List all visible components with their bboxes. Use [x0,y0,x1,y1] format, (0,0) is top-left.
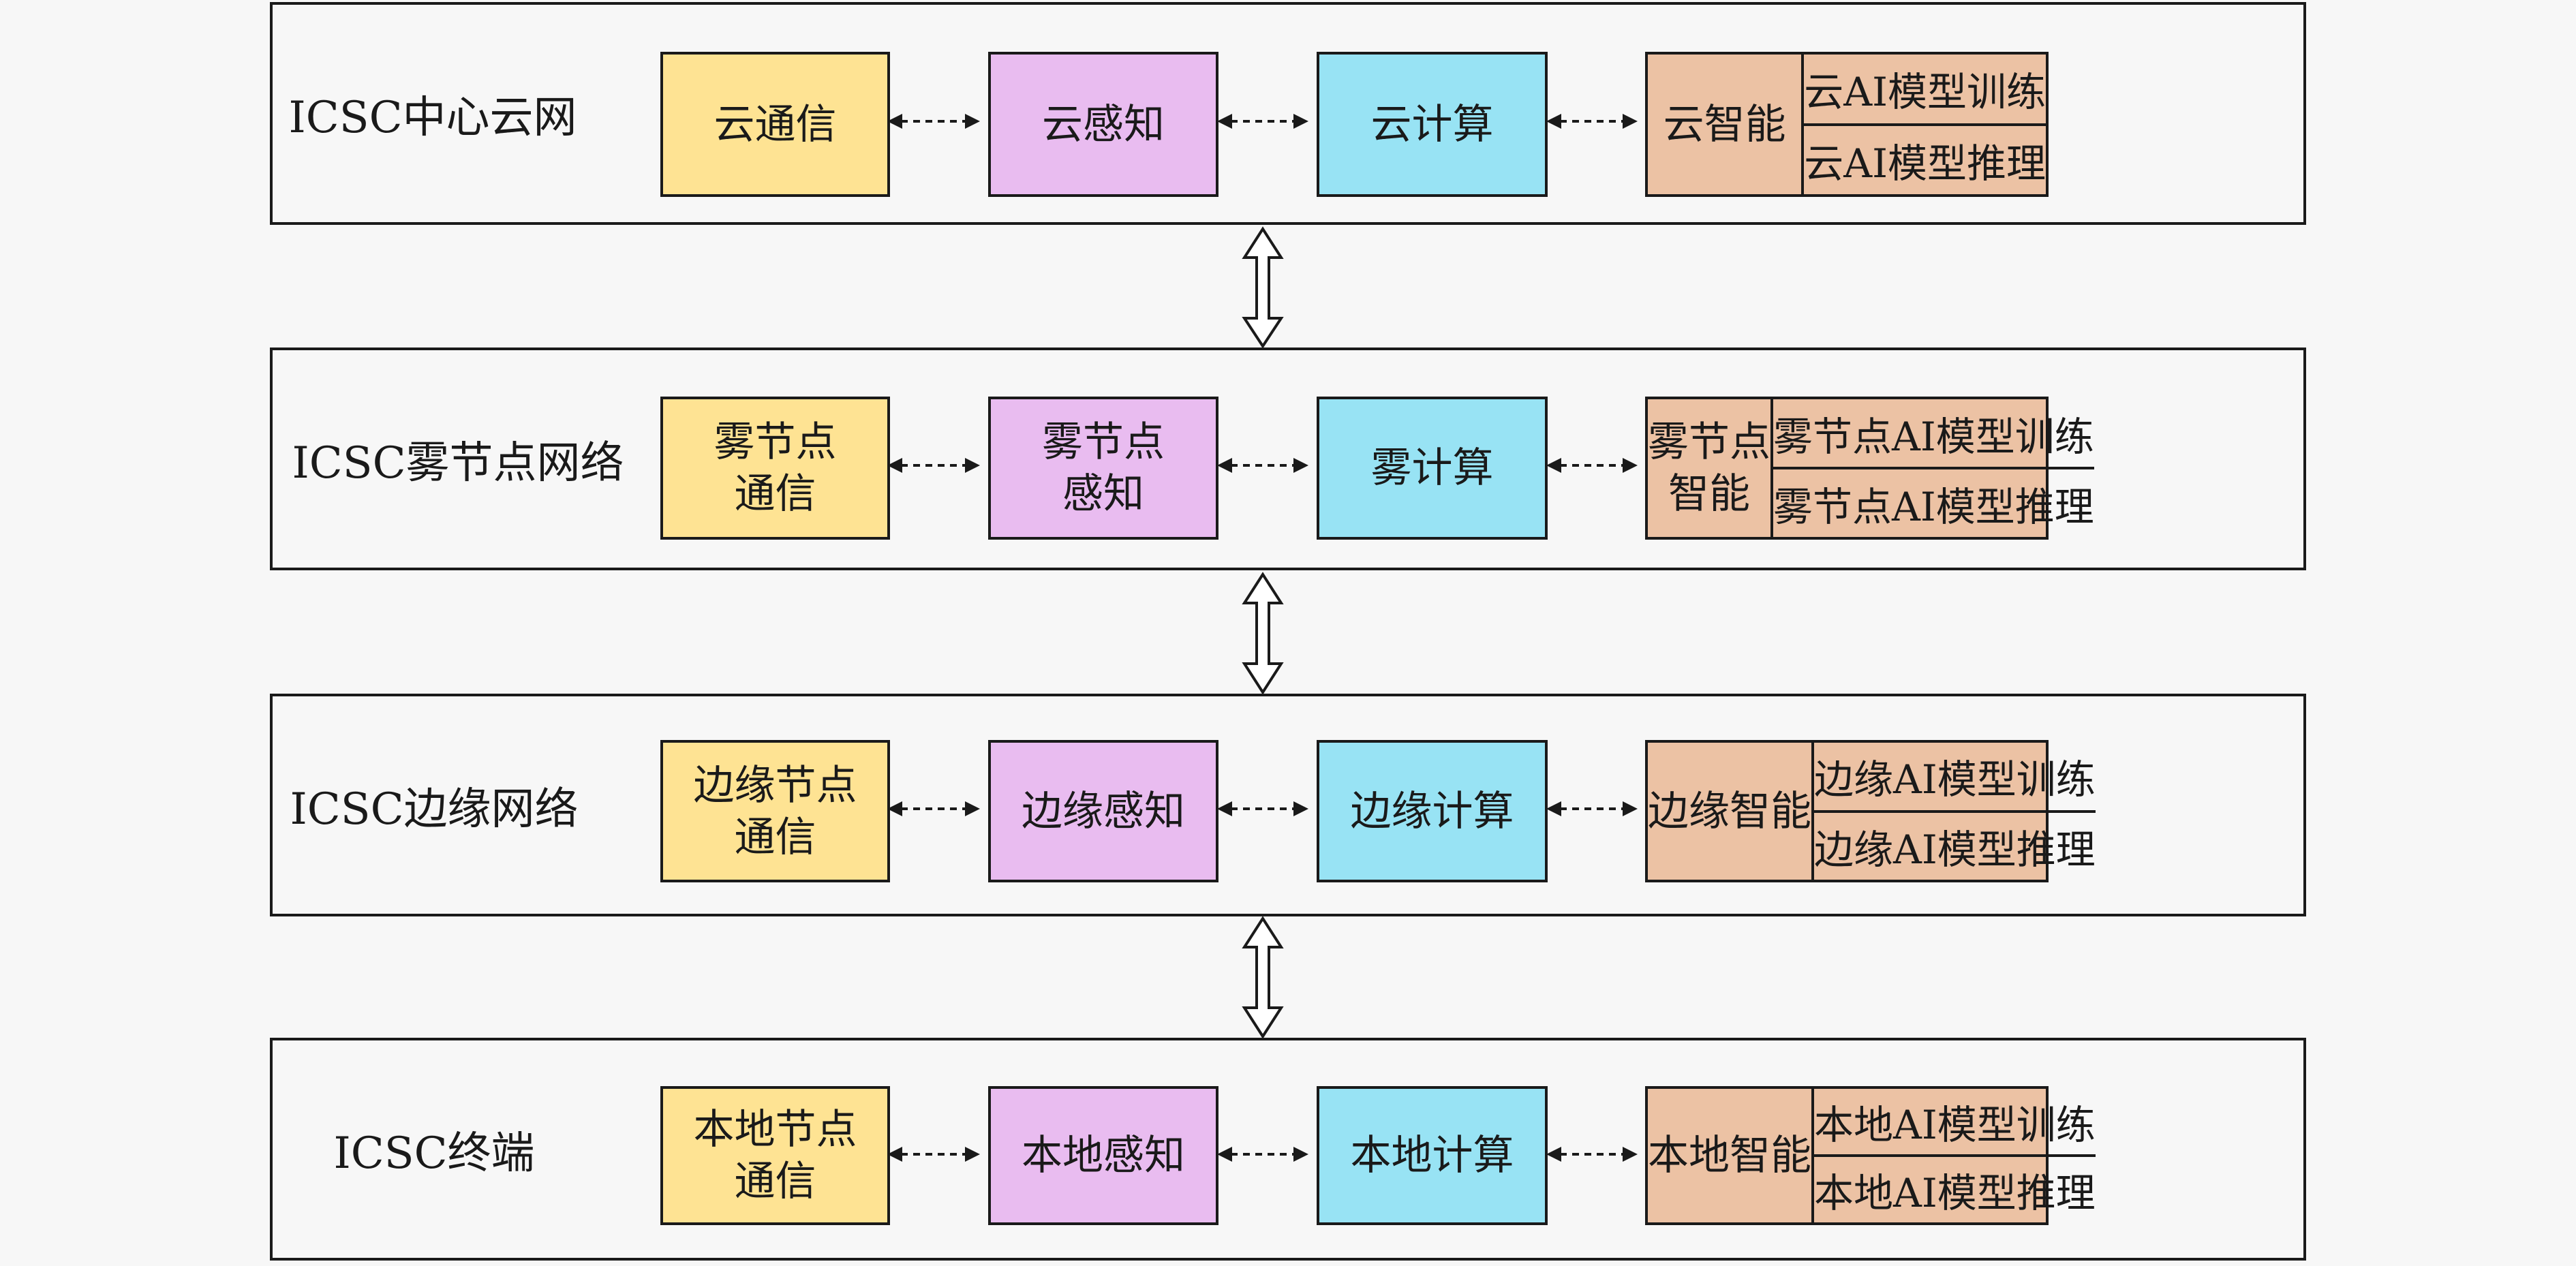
computing-box: 雾计算 [1317,397,1548,540]
arrowhead-icon [1623,114,1638,129]
text-line: 智能 [1668,470,1750,518]
perception-box: 云感知 [988,52,1218,197]
arrowhead-icon [887,801,902,816]
ai-model-training: 边缘AI模型训练 [1814,756,2096,803]
layer-terminal: ICSC终端 本地节点 通信 本地感知 本地计算 本地智能 本地AI模型训练 本… [270,1038,2306,1261]
layer-edge: ICSC边缘网络 边缘节点 通信 边缘感知 边缘计算 边缘智能 边缘AI模型训练… [270,694,2306,916]
text-line: 本地计算 [1350,1132,1514,1179]
text-line: 雾计算 [1370,444,1494,492]
arrowhead-icon [887,1147,902,1162]
layer-label: ICSC终端 [333,1128,535,1179]
text-line: 通信 [734,470,816,518]
text-line: 本地感知 [1022,1132,1185,1179]
arrowhead-icon [1623,458,1638,473]
perception-box: 本地感知 [988,1086,1218,1225]
computing-box: 云计算 [1317,52,1548,197]
text-line: 云智能 [1663,100,1786,149]
arrowhead-icon [1623,1147,1638,1162]
arrowhead-icon [1217,114,1232,129]
text-line: 边缘计算 [1350,787,1514,835]
computing-box: 本地计算 [1317,1086,1548,1225]
arrowhead-icon [887,458,902,473]
intelligence-label: 云智能 [1648,55,1805,194]
text-line: 本地节点 [693,1106,857,1154]
layer-label: ICSC边缘网络 [290,784,579,835]
arrowhead-icon [965,1147,980,1162]
arrowhead-icon [965,801,980,816]
arrowhead-icon [1217,1147,1232,1162]
communication-box: 雾节点 通信 [660,397,890,540]
text-line: 云感知 [1042,100,1165,149]
intelligence-label: 雾节点 智能 [1648,399,1773,537]
ai-model-tasks: 云AI模型训练 云AI模型推理 [1804,55,2046,194]
arrowhead-icon [1293,114,1308,129]
arrowhead-icon [1546,801,1561,816]
ai-model-inference: 雾节点AI模型推理 [1773,467,2094,537]
arrowhead-icon [1293,458,1308,473]
double-arrow-icon [1242,226,1284,349]
intelligence-box: 云智能 云AI模型训练 云AI模型推理 [1645,52,2049,197]
ai-model-inference: 边缘AI模型推理 [1814,809,2096,880]
arrowhead-icon [1546,1147,1561,1162]
intelligence-label: 边缘智能 [1648,743,1814,880]
ai-model-tasks: 雾节点AI模型训练 雾节点AI模型推理 [1773,399,2094,537]
text-line: 通信 [734,813,816,861]
text-line: 云通信 [714,100,837,149]
arrowhead-icon [1217,458,1232,473]
arrowhead-icon [1546,114,1561,129]
ai-model-inference: 本地AI模型推理 [1814,1154,2096,1222]
text-line: 通信 [734,1158,816,1205]
arrowhead-icon [1293,801,1308,816]
text-line: 本地智能 [1648,1132,1811,1179]
arrowhead-icon [887,114,902,129]
text-line: 雾节点 [1042,418,1165,466]
text-line: 雾节点 [1648,418,1770,466]
intelligence-box: 雾节点 智能 雾节点AI模型训练 雾节点AI模型推理 [1645,397,2094,540]
computing-box: 边缘计算 [1317,740,1548,882]
ai-model-tasks: 边缘AI模型训练 边缘AI模型推理 [1814,743,2096,880]
arrowhead-icon [965,458,980,473]
intelligence-label: 本地智能 [1648,1089,1814,1222]
text-line: 云计算 [1370,100,1494,149]
text-line: 雾节点 [714,418,837,466]
perception-box: 边缘感知 [988,740,1218,882]
arrowhead-icon [1293,1147,1308,1162]
layer-label: ICSC中心云网 [288,92,577,143]
double-arrow-icon [1242,916,1284,1039]
text-line: 边缘智能 [1648,787,1811,835]
perception-box: 雾节点 感知 [988,397,1218,540]
intelligence-box: 本地智能 本地AI模型训练 本地AI模型推理 [1645,1086,2096,1225]
ai-model-training: 本地AI模型训练 [1814,1102,2096,1148]
arrowhead-icon [1623,801,1638,816]
ai-model-training: 雾节点AI模型训练 [1773,413,2094,460]
layer-cloud: ICSC中心云网 云通信 云感知 云计算 云智能 云AI模型训练 云AI模型推理 [270,2,2306,225]
communication-box: 边缘节点 通信 [660,740,890,882]
communication-box: 云通信 [660,52,890,197]
layer-fog: ICSC雾节点网络 雾节点 通信 雾节点 感知 雾计算 雾节点 智能 雾节点AI… [270,348,2306,570]
double-arrow-icon [1242,572,1284,695]
arrowhead-icon [1546,458,1561,473]
ai-model-tasks: 本地AI模型训练 本地AI模型推理 [1814,1089,2096,1222]
text-line: 边缘节点 [693,761,857,809]
ai-model-inference: 云AI模型推理 [1804,123,2046,195]
layer-label: ICSC雾节点网络 [292,437,624,489]
communication-box: 本地节点 通信 [660,1086,890,1225]
text-line: 边缘感知 [1022,787,1185,835]
arrowhead-icon [1217,801,1232,816]
arrowhead-icon [965,114,980,129]
intelligence-box: 边缘智能 边缘AI模型训练 边缘AI模型推理 [1645,740,2096,882]
text-line: 感知 [1062,470,1144,518]
ai-model-training: 云AI模型训练 [1804,69,2046,116]
